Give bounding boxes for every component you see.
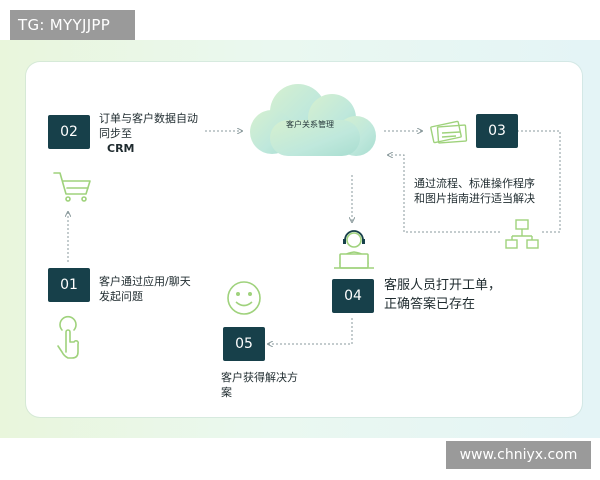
cloud-label: 客户关系管理 bbox=[286, 120, 334, 129]
step-04-box: 04 bbox=[332, 279, 374, 313]
step-01-text: 客户通过应用/聊天 发起问题 bbox=[99, 274, 209, 304]
step-04-text: 客服人员打开工单， 正确答案已存在 bbox=[384, 276, 534, 314]
flowchart-icon bbox=[505, 219, 539, 249]
step-05-line1: 客户获得解决方 bbox=[221, 371, 298, 384]
tickets-icon bbox=[430, 120, 468, 144]
step-02-line3: CRM bbox=[107, 142, 135, 155]
step-01-line2: 发起问题 bbox=[99, 290, 143, 303]
step-03-line1: 通过流程、标准操作程序 bbox=[414, 177, 535, 190]
step-05-line2: 案 bbox=[221, 386, 232, 399]
smiley-icon bbox=[227, 281, 261, 315]
watermark-tag: TG: MYYJJPP bbox=[10, 10, 135, 40]
step-02-line1: 订单与客户数据自动 bbox=[99, 112, 198, 125]
connector-04-to-05 bbox=[268, 318, 353, 344]
step-02-text: 订单与客户数据自动 同步至 CRM bbox=[99, 111, 209, 156]
step-03-box: 03 bbox=[476, 114, 518, 148]
step-04-line1: 客服人员打开工单， bbox=[384, 278, 502, 293]
step-05-text: 客户获得解决方 案 bbox=[221, 370, 331, 400]
tap-hand-icon bbox=[57, 315, 80, 359]
step-05-box: 05 bbox=[223, 327, 265, 361]
cloud-icon bbox=[250, 84, 376, 156]
connector-flow-to-cloud bbox=[388, 155, 500, 233]
step-02-line2: 同步至 bbox=[99, 127, 132, 140]
step-04-line2: 正确答案已存在 bbox=[384, 297, 476, 312]
step-03-text: 通过流程、标准操作程序 和图片指南进行适当解决 bbox=[414, 176, 554, 206]
shopping-cart-icon bbox=[53, 172, 91, 202]
step-01-box: 01 bbox=[48, 268, 90, 302]
site-footer: www.chniyx.com bbox=[446, 441, 591, 469]
step-01-line1: 客户通过应用/聊天 bbox=[99, 275, 191, 288]
step-02-box: 02 bbox=[48, 115, 90, 149]
connector-03-right bbox=[513, 130, 561, 233]
step-03-line2: 和图片指南进行适当解决 bbox=[414, 192, 535, 205]
agent-headset-icon bbox=[334, 230, 374, 269]
